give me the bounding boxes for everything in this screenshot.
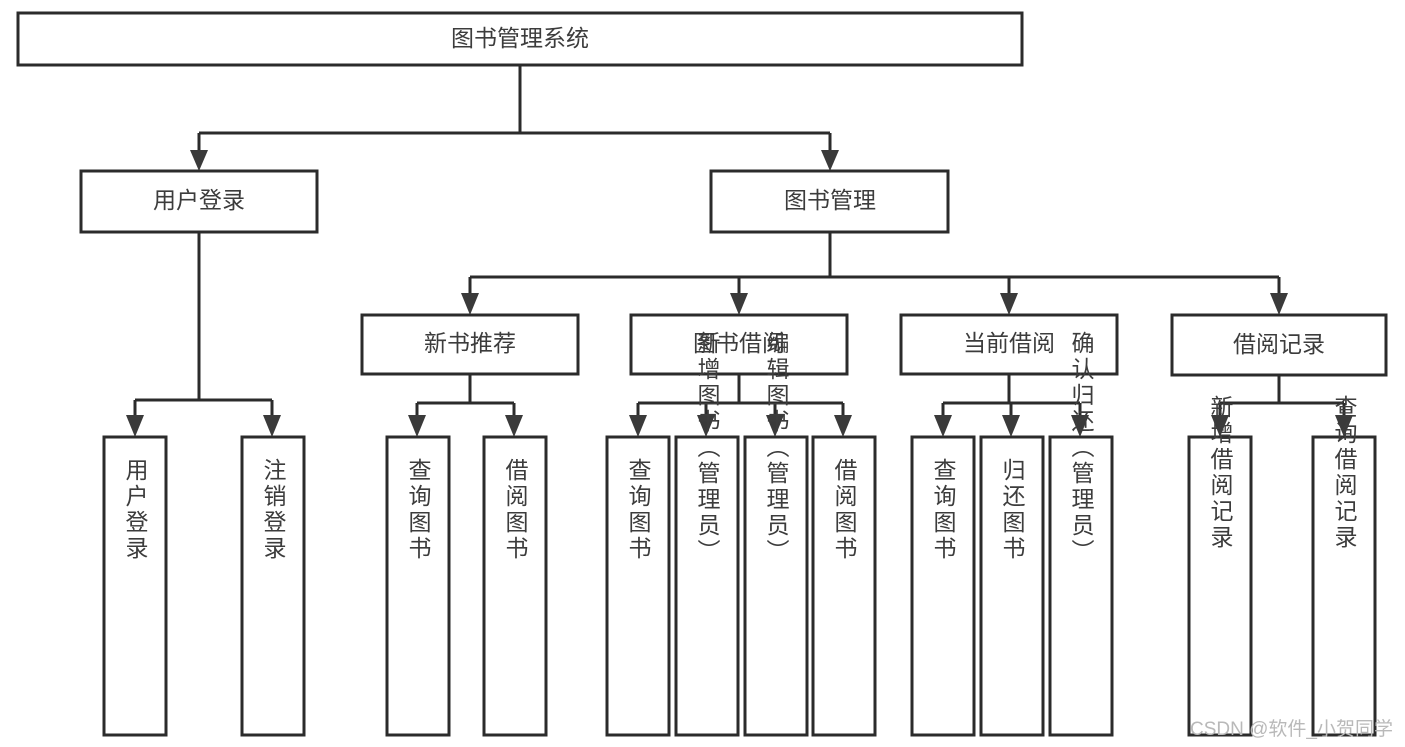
- connector-group-root: [190, 65, 839, 171]
- node-leaf-current-borrow-3-box: [1048, 435, 1114, 737]
- connector-group-new-book-recommend: [408, 374, 523, 437]
- node-leaf-borrow-record-2-label: 查询借阅记录: [1331, 395, 1358, 551]
- node-book-borrow-label: 图书借阅: [693, 330, 785, 356]
- node-leaf-book-borrow-3-box: [743, 435, 809, 737]
- arrow-to-book-borrow: [730, 293, 748, 315]
- arrow-book-borrow-leaf-1: [629, 415, 647, 437]
- node-leaf-book-borrow-1-box: [605, 435, 671, 737]
- node-leaf-book-borrow-3-label: 编辑图书（管理员）: [763, 331, 790, 565]
- node-leaf-new-book-2-label: 借阅图书: [502, 458, 529, 562]
- node-leaf-borrow-record-2-box: [1311, 435, 1377, 737]
- arrow-to-book-manage: [821, 150, 839, 171]
- node-leaf-book-borrow-2-box: [674, 435, 740, 737]
- node-book-manage-box: [709, 169, 950, 234]
- node-leaf-new-book-2-box: [482, 435, 548, 737]
- node-leaf-borrow-record-1-label: 新增借阅记录: [1207, 395, 1234, 551]
- node-leaf-user-login-1[interactable]: 用户登录: [102, 435, 168, 737]
- node-borrow-record-box: [1170, 313, 1388, 377]
- node-borrow-record[interactable]: 借阅记录: [1170, 313, 1388, 377]
- csdn-watermark: CSDN @软件_小贺同学: [1190, 719, 1393, 740]
- node-leaf-book-borrow-4[interactable]: 借阅图书: [811, 435, 877, 737]
- arrow-user-login-leaf-1: [126, 415, 144, 437]
- node-leaf-new-book-1-label: 查询图书: [405, 458, 432, 562]
- node-book-manage-label: 图书管理: [784, 187, 876, 213]
- node-current-borrow-box: [899, 313, 1119, 376]
- node-leaf-new-book-1[interactable]: 查询图书: [385, 435, 451, 737]
- node-new-book-recommend-label: 新书推荐: [424, 330, 516, 356]
- node-new-book-recommend[interactable]: 新书推荐: [360, 313, 580, 376]
- node-book-borrow-box: [629, 313, 849, 376]
- arrow-new-book-leaf-1: [408, 415, 426, 437]
- connector-group-current-borrow: [934, 374, 1089, 437]
- node-leaf-user-login-1-box: [102, 435, 168, 737]
- node-leaf-user-login-2-label: 注销登录: [260, 458, 287, 562]
- node-leaf-current-borrow-2-label: 归还图书: [999, 458, 1026, 562]
- node-leaf-current-borrow-1-box: [910, 435, 976, 737]
- node-leaf-user-login-2[interactable]: 注销登录: [240, 435, 306, 737]
- node-leaf-book-borrow-4-box: [811, 435, 877, 737]
- arrow-current-borrow-leaf-1: [934, 415, 952, 437]
- node-leaf-user-login-1-label: 用户登录: [122, 458, 149, 562]
- connector-group-user-login: [126, 232, 281, 437]
- connector-group-book-borrow: [629, 374, 852, 437]
- node-leaf-new-book-2[interactable]: 借阅图书: [482, 435, 548, 737]
- arrow-to-new-book-recommend: [461, 293, 479, 315]
- arrow-current-borrow-leaf-3: [1071, 415, 1089, 437]
- node-leaf-book-borrow-1[interactable]: 查询图书: [605, 435, 671, 737]
- node-new-book-recommend-box: [360, 313, 580, 376]
- node-borrow-record-label: 借阅记录: [1233, 331, 1325, 357]
- arrow-new-book-leaf-2: [505, 415, 523, 437]
- connector-group-borrow-record: [1211, 375, 1353, 437]
- node-leaf-book-borrow-2-label: 新增图书（管理员）: [694, 331, 721, 565]
- node-user-login-label: 用户登录: [153, 187, 245, 213]
- node-leaf-book-borrow-2[interactable]: 新增图书（管理员）: [674, 331, 740, 737]
- arrow-book-borrow-leaf-4: [834, 415, 852, 437]
- node-current-borrow[interactable]: 当前借阅: [899, 313, 1119, 376]
- node-leaf-user-login-2-box: [240, 435, 306, 737]
- connector-group-book-manage: [461, 232, 1288, 315]
- node-leaf-current-borrow-2-box: [979, 435, 1045, 737]
- node-user-login-box: [79, 169, 319, 234]
- node-leaf-borrow-record-2[interactable]: 查询借阅记录: [1311, 395, 1377, 737]
- node-user-login[interactable]: 用户登录: [79, 169, 319, 234]
- node-leaf-book-borrow-1-label: 查询图书: [625, 458, 652, 562]
- node-root-system-label: 图书管理系统: [451, 25, 589, 51]
- node-leaf-borrow-record-1[interactable]: 新增借阅记录: [1187, 395, 1253, 737]
- node-leaf-current-borrow-1-label: 查询图书: [930, 458, 957, 562]
- node-leaf-current-borrow-3[interactable]: 确认归还（管理员）: [1048, 331, 1114, 737]
- node-leaf-current-borrow-1[interactable]: 查询图书: [910, 435, 976, 737]
- node-book-borrow[interactable]: 图书借阅: [629, 313, 849, 376]
- arrow-to-borrow-record: [1270, 293, 1288, 315]
- arrow-current-borrow-leaf-2: [1002, 415, 1020, 437]
- node-leaf-current-borrow-2[interactable]: 归还图书: [979, 435, 1045, 737]
- node-leaf-book-borrow-3[interactable]: 编辑图书（管理员）: [743, 331, 809, 737]
- node-root-system[interactable]: 图书管理系统: [16, 11, 1024, 67]
- node-book-manage[interactable]: 图书管理: [709, 169, 950, 234]
- node-leaf-book-borrow-4-label: 借阅图书: [831, 458, 858, 562]
- arrow-borrow-record-leaf-1: [1211, 415, 1229, 437]
- node-leaf-borrow-record-1-box: [1187, 435, 1253, 737]
- arrow-to-current-borrow: [1000, 293, 1018, 315]
- arrow-borrow-record-leaf-2: [1335, 415, 1353, 437]
- node-leaf-current-borrow-3-label: 确认归还（管理员）: [1068, 331, 1095, 565]
- node-root-system-box: [16, 11, 1024, 67]
- arrow-to-user-login: [190, 150, 208, 171]
- node-current-borrow-label: 当前借阅: [963, 330, 1055, 356]
- arrow-user-login-leaf-2: [263, 415, 281, 437]
- arrow-book-borrow-leaf-2: [697, 415, 715, 437]
- arrow-book-borrow-leaf-3: [766, 415, 784, 437]
- node-leaf-new-book-1-box: [385, 435, 451, 737]
